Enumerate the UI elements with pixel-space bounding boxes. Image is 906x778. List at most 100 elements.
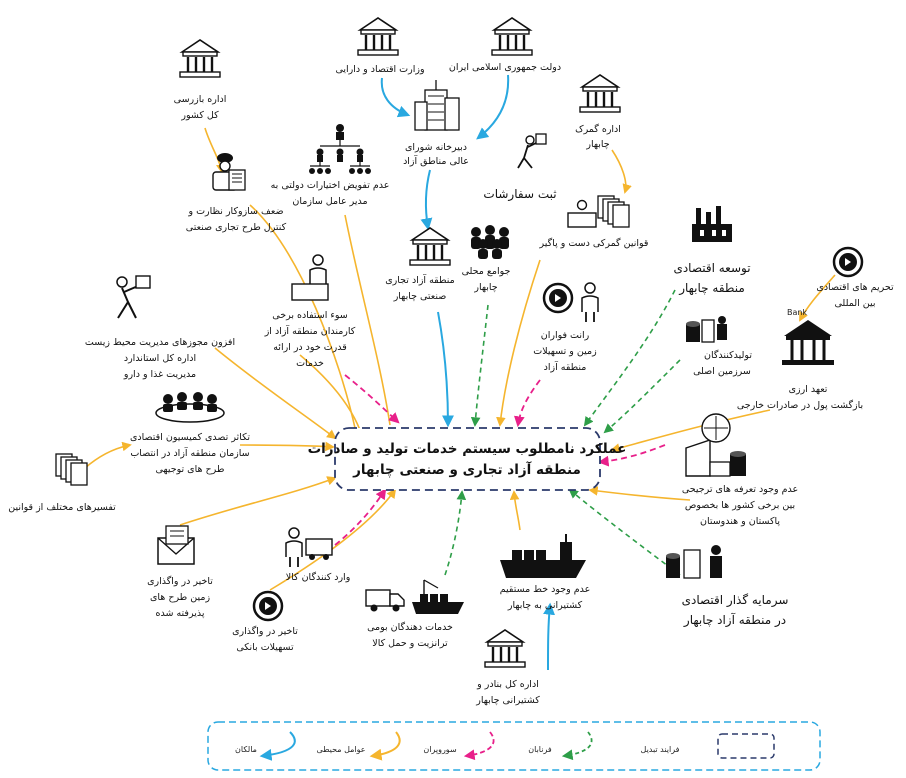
arrow-sarmaye-center (568, 488, 681, 576)
arrow-soe-center-pink (344, 374, 400, 424)
node-soe-label-2: کارمندان منطقه آزاد از (264, 324, 356, 337)
arrow-khat-center (509, 490, 521, 531)
arrow-tarefe-center (588, 486, 691, 501)
node-dabirkhane-label-2: عالی مناطق آزاد (403, 154, 469, 167)
arrow-tafsir-tak (84, 441, 132, 469)
bank-coin-icon (252, 590, 284, 622)
legend-environment-label: عوامل محیطی (316, 745, 365, 754)
node-adam-tarefe: عدم وجود تعرفه های ترجیحی بین برخی کشور … (682, 413, 798, 527)
ship-icon (500, 534, 586, 578)
arrow-tafviz-center (344, 214, 391, 426)
inspection-building-icon (178, 38, 222, 79)
node-tafviz-label-2: مدیر عامل سازمان (292, 196, 367, 207)
node-edare-banader: اداره کل بنادر و کشتیرانی چابهار (475, 628, 540, 706)
node-khadamat-dahandegan: خدمات دهندگان بومی ترانزیت و حمل کالا (365, 579, 464, 649)
node-takhirzamin-label-1: تاخیر در واگذاری (147, 575, 213, 587)
node-tak-label-1: تکاثر تصدی کمیسیون اقتصادی (130, 432, 250, 443)
legend-owners-swatch (259, 731, 296, 761)
legend-transform-swatch (717, 733, 775, 759)
meeting-icon (155, 392, 225, 423)
center-title-line2: منطقه آزاد تجاری و صنعتی چابهار (352, 461, 581, 478)
arrow-vezarat-dabirkhane (380, 77, 411, 118)
node-vared-label: وارد کنندگان کالا (286, 571, 351, 583)
arrow-dowlat-dabirkhane (476, 74, 510, 140)
arrow-rant-center (513, 379, 541, 428)
org-chart-icon (309, 124, 371, 174)
coin-icon (832, 246, 864, 278)
node-adamkhat-label-1: عدم وجود خط مستقیم (500, 584, 591, 595)
legend-environment-swatch (369, 731, 401, 761)
node-vezarat-label: وزارت اقتصاد و دارایی (335, 64, 424, 75)
node-tahrim: تحریم های اقتصادی بین المللی (816, 246, 894, 309)
guard-icon (212, 153, 246, 191)
node-sabt-label: ثبت سفارشات (483, 187, 556, 202)
arrow-gomrok-ghavanin (611, 149, 632, 194)
node-edare-gomrok: اداره گمرک چابهار (575, 73, 622, 150)
node-tarefe-label-1: عدم وجود تعرفه های ترجیحی (682, 484, 798, 495)
bank-sign: Bank (787, 308, 807, 317)
node-ghavanin-gomroki: قوانین گمرکی دست و پاگیر (539, 195, 648, 249)
node-rant: رانت فواران زمین و تسهیلات منطقه آزاد (533, 282, 599, 373)
node-soe-label-3: قدرت خود در ارائه (273, 342, 347, 353)
porter-icon (517, 133, 547, 169)
documents-stack-icon (55, 453, 88, 486)
node-takhirtas-label-1: تاخیر در واگذاری (232, 625, 298, 637)
node-banader-label-1: اداره کل بنادر و (476, 679, 539, 690)
arrows-environment (84, 127, 836, 591)
arrow-tahrim-taahod (799, 274, 836, 322)
node-javame-label-2: چابهار (473, 282, 497, 293)
ministry-building-icon (356, 16, 400, 57)
node-afzoon-mojavez: افزون مجوزهای مدیریت محیط زیست اداره کل … (85, 275, 235, 380)
free-zone-building-icon (408, 226, 452, 267)
node-adamkhat-label-2: کشتیرانی به چابهار (507, 600, 583, 611)
arrow-khadamat-center (444, 490, 467, 576)
node-javame-label-1: جوامع محلی (462, 266, 511, 277)
node-taahod-label-2: بازگشت پول در صادرات خارجی (737, 399, 863, 411)
investor-icon (666, 545, 722, 579)
person-icon (581, 282, 599, 323)
arrow-tolid-center (603, 359, 681, 434)
node-takhirtas-label-2: تسهیلات بانکی (236, 642, 294, 653)
node-tak-label-2: سازمان منطقه آزاد در انتصاب (130, 446, 249, 459)
node-gomrok-label-1: اداره گمرک (575, 123, 621, 135)
skyscraper-icon (414, 80, 460, 131)
center-title-line1: عملکرد نامطلوب سیستم خدمات تولید و صادرا… (308, 441, 627, 457)
node-mantaghe-label-1: منطقه آزاد تجاری (385, 273, 454, 286)
arrow-tose-center (583, 289, 676, 427)
arrows-actors (444, 289, 681, 576)
node-tafviz-label-1: عدم تفویض اختیارات دولتی به (271, 180, 390, 191)
node-khadamat-label-2: ترانزیت و حمل کالا (372, 638, 448, 649)
arrow-banader-khat (543, 602, 556, 671)
node-soe-label-1: سوء استفاده برخی (272, 310, 347, 321)
desk-worker-icon (567, 199, 597, 228)
documents-icon (597, 195, 630, 228)
arrow-ghavanin-center (496, 259, 541, 427)
arrow-taahod-center (610, 409, 771, 453)
node-javame-mahalli: جوامع محلی چابهار (462, 225, 511, 293)
desk-icon (291, 283, 329, 301)
node-dabirkhane: دبیرخانه شورای عالی مناطق آزاد (403, 80, 469, 167)
node-tose-label-2: منطقه چابهار (678, 281, 745, 296)
arrow-takhirtas-center (269, 488, 397, 591)
node-bazrasi-label-1: اداره بازرسی (174, 94, 227, 105)
legend-supervisors-swatch (463, 731, 495, 761)
government-building-icon (490, 16, 534, 57)
legend-actors-swatch (561, 731, 593, 761)
node-adam-tafviz: عدم تفویض اختیارات دولتی به مدیر عامل سا… (271, 124, 390, 207)
node-zaf-label-1: ضعف سازوکار نظارت و (187, 206, 283, 217)
node-rant-label-3: منطقه آزاد (544, 360, 587, 373)
center-transformation-box: عملکرد نامطلوب سیستم خدمات تولید و صادرا… (308, 427, 627, 491)
node-varedkonandegan: وارد کنندگان کالا (285, 527, 351, 583)
node-mantaghe-azad: منطقه آزاد تجاری صنعتی چابهار (385, 226, 455, 302)
node-takhirzamin-label-2: زمین طرح های (150, 592, 211, 603)
cargo-ship-icon (412, 579, 464, 614)
goods-icon (686, 316, 727, 343)
node-zaf-label-2: کنترل طرح تجاری صنعتی (186, 222, 287, 233)
arrow-tak-center (239, 441, 335, 452)
node-dowlat-label: دولت جمهوری اسلامی ایران (449, 62, 561, 73)
arrow-tarefe-center-pink (597, 444, 666, 467)
node-rant-label-1: رانت فواران (541, 330, 590, 341)
node-soe-estefade: سوء استفاده برخی کارمندان منطقه آزاد از … (264, 254, 356, 369)
node-taahod-arzi: Bank تعهد ارزی بازگشت پول در صادرات خارج… (737, 308, 863, 411)
arrow-varedkonande-center (334, 488, 387, 546)
